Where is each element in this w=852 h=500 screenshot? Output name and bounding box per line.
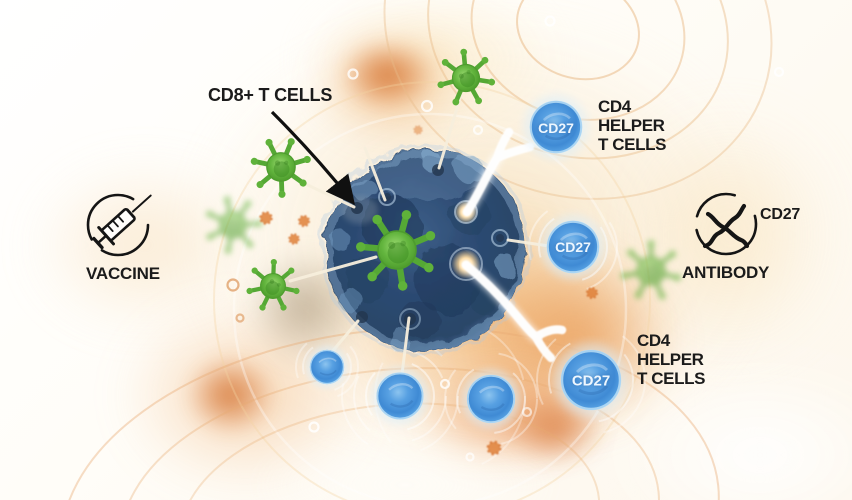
connector-line bbox=[400, 316, 411, 376]
t-cell-sphere bbox=[461, 369, 520, 428]
antibody-label: ANTIBODY bbox=[682, 263, 770, 282]
cd4-helper-t-cells-label-top: CD4 HELPER T CELLS bbox=[598, 97, 666, 154]
cd27-receptor-label-middle: CD27 bbox=[555, 239, 591, 255]
cd4-line: T CELLS bbox=[598, 135, 667, 154]
virus-particle bbox=[235, 248, 310, 324]
cd4-line: HELPER bbox=[598, 116, 665, 135]
cd4-helper-t-cells-label-bottom: CD4 HELPER T CELLS bbox=[637, 331, 705, 388]
antibody-shapes bbox=[460, 127, 567, 363]
antigen-presenting-cell bbox=[320, 144, 532, 356]
connector-line bbox=[437, 93, 463, 170]
cd8-arrow bbox=[270, 110, 355, 205]
virus-particle bbox=[244, 130, 316, 203]
virus-particle-faded bbox=[194, 186, 271, 264]
cd4-line: T CELLS bbox=[637, 369, 706, 388]
cd27-receptor-label-bottom: CD27 bbox=[571, 372, 611, 390]
connector-line bbox=[288, 255, 378, 283]
decorative-rings bbox=[226, 15, 785, 462]
antibody-shape bbox=[461, 127, 567, 363]
cd4-line: CD4 bbox=[637, 331, 670, 350]
antibody-squiggle-icon bbox=[694, 192, 758, 256]
cd8-t-cells-label: CD8+ T CELLS bbox=[208, 85, 333, 105]
cd27-icon-label: CD27 bbox=[760, 206, 801, 223]
cd27-receptor-label-top: CD27 bbox=[538, 120, 574, 136]
cd4-line: CD4 bbox=[598, 97, 631, 116]
cd4-line: HELPER bbox=[637, 350, 704, 369]
vaccine-label: VACCINE bbox=[86, 264, 160, 283]
syringe-icon bbox=[86, 193, 152, 257]
t-cell-sphere bbox=[306, 346, 348, 388]
connector-line bbox=[329, 319, 360, 355]
t-cell-sphere bbox=[371, 367, 429, 425]
connector-line bbox=[363, 146, 387, 202]
